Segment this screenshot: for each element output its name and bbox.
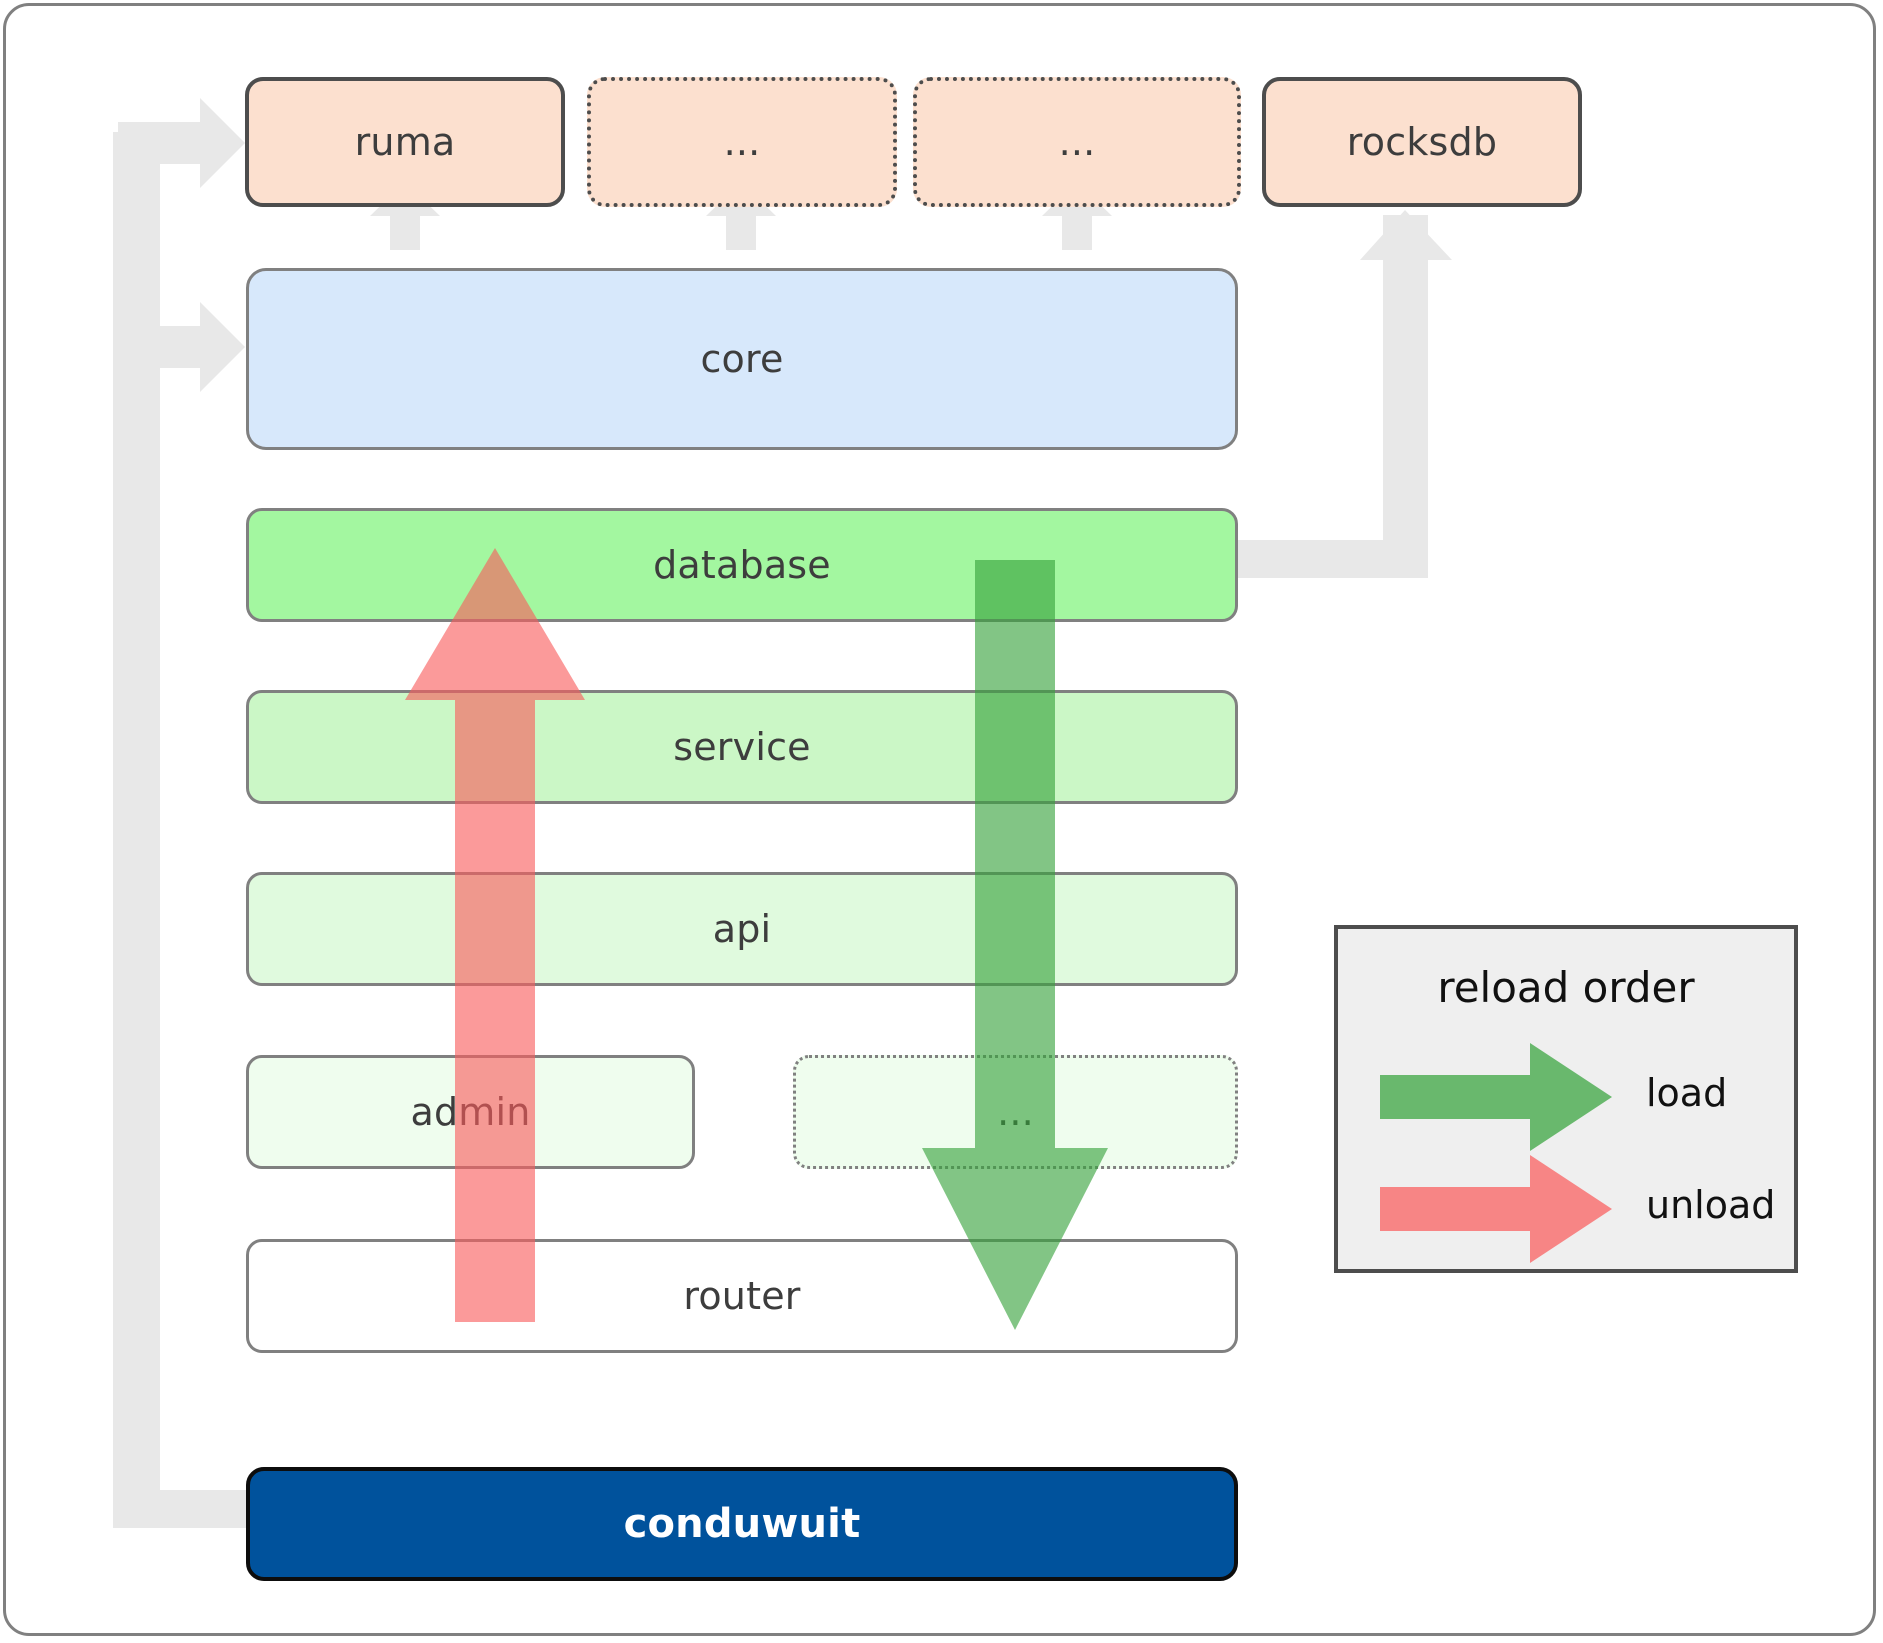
dependency-box-rocksdb[interactable]: rocksdb (1262, 77, 1582, 207)
layer-label-core: core (700, 337, 784, 381)
layer-label-admin: admin (410, 1090, 531, 1134)
dependency-label-ruma: ruma (354, 120, 456, 164)
dependency-box-dots-2[interactable]: ... (913, 77, 1241, 207)
layer-box-database[interactable]: database (246, 508, 1238, 622)
dependency-label-dots-1: ... (723, 120, 761, 164)
unload-arrow-icon (1380, 1155, 1612, 1263)
load-arrow-icon (1380, 1043, 1612, 1151)
layer-box-core[interactable]: core (246, 268, 1238, 450)
legend-label-unload: unload (1646, 1183, 1776, 1227)
root-label-conduwuit: conduwuit (623, 1501, 861, 1547)
layer-box-api[interactable]: api (246, 872, 1238, 986)
layer-label-database: database (653, 543, 831, 587)
dependency-label-rocksdb: rocksdb (1346, 120, 1498, 164)
layer-box-admin[interactable]: admin (246, 1055, 695, 1169)
legend-label-load: load (1646, 1071, 1728, 1115)
legend-panel: reload order load unload (1334, 925, 1798, 1273)
layer-box-service[interactable]: service (246, 690, 1238, 804)
dependency-label-dots-2: ... (1058, 120, 1096, 164)
dependency-box-ruma[interactable]: ruma (245, 77, 565, 207)
dependency-box-dots-1[interactable]: ... (587, 77, 897, 207)
layer-box-router[interactable]: router (246, 1239, 1238, 1353)
legend-row-unload: unload (1374, 1155, 1776, 1263)
layer-label-dots-3: ... (997, 1090, 1034, 1134)
legend-row-load: load (1374, 1043, 1774, 1151)
layer-label-api: api (712, 907, 772, 951)
legend-title: reload order (1437, 963, 1695, 1012)
layer-label-service: service (673, 725, 811, 769)
root-box-conduwuit[interactable]: conduwuit (246, 1467, 1238, 1581)
layer-label-router: router (683, 1274, 801, 1318)
layer-box-dots-3[interactable]: ... (793, 1055, 1238, 1169)
